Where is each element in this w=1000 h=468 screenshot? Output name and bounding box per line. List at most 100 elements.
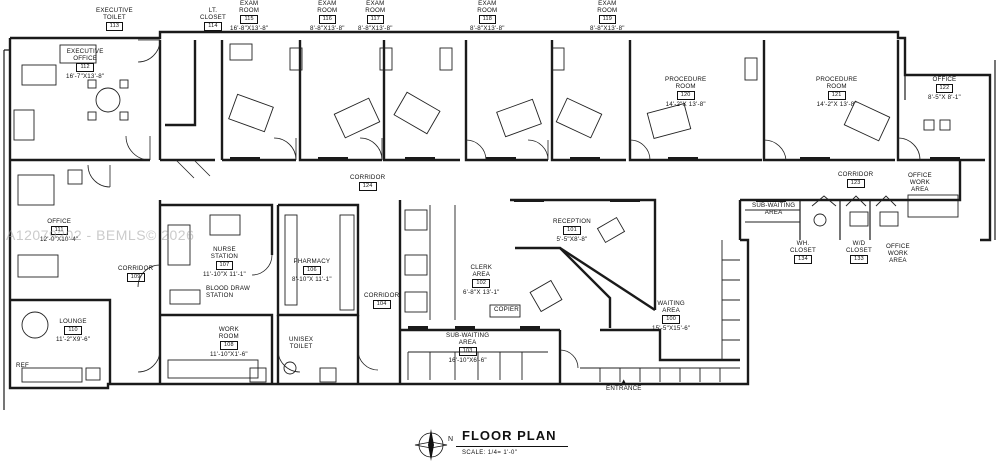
room-name: WH. CLOSET bbox=[790, 240, 816, 254]
room-number: 109 bbox=[126, 273, 145, 282]
room-name: WORK ROOM bbox=[218, 326, 239, 340]
room-number: 124 bbox=[358, 182, 377, 191]
room-label-exam-118: EXAM ROOM 118 8'-8"X13'-8" bbox=[470, 0, 505, 32]
room-name: CORRIDOR bbox=[350, 174, 386, 181]
room-number: 107 bbox=[215, 261, 234, 270]
room-number: 119 bbox=[598, 15, 616, 24]
room-label-corridor-109: CORRIDOR 109 bbox=[118, 265, 153, 283]
room-name: EXAM ROOM bbox=[477, 0, 498, 14]
room-name: EXECUTIVE OFFICE bbox=[66, 48, 104, 62]
room-label-exam-116: EXAM ROOM 116 8'-8"X13'-8" bbox=[310, 0, 345, 32]
outer-walls bbox=[3, 30, 996, 410]
room-label-copier: COPIER bbox=[494, 306, 519, 313]
room-number: 123 bbox=[846, 179, 865, 188]
room-number: 118 bbox=[478, 15, 496, 24]
room-number: 134 bbox=[794, 255, 812, 264]
room-label-unisex-toilet: UNISEX TOILET bbox=[289, 336, 313, 350]
room-dims: 8'-8"X13'-8" bbox=[590, 24, 625, 32]
room-name: CORRIDOR bbox=[838, 171, 874, 178]
room-name: CLERK AREA bbox=[470, 264, 493, 278]
room-dims: 11'-10"X1'-6" bbox=[210, 350, 248, 358]
room-label-pharmacy: PHARMACY 106 8'-10"X 11'-1" bbox=[292, 258, 332, 283]
room-number: 103 bbox=[458, 347, 477, 356]
lower-partitions bbox=[10, 160, 962, 384]
room-dims: 14'-2"X 13'-8" bbox=[665, 100, 706, 108]
room-name: COPIER bbox=[494, 306, 519, 313]
room-dims: 5'-5"X8'-8" bbox=[556, 235, 588, 243]
title-underline bbox=[456, 446, 568, 447]
north-arrow-icon bbox=[414, 429, 448, 461]
room-label-ref: REF bbox=[16, 362, 29, 369]
room-number: 111 bbox=[50, 226, 68, 235]
room-dims: 14'-2"X 13'-8" bbox=[816, 100, 857, 108]
room-dims: 8'-8"X13'-8" bbox=[310, 24, 345, 32]
room-name: SUB-WAITING AREA bbox=[752, 202, 796, 216]
room-label-exam-117: EXAM ROOM 117 8'-8"X13'-8" bbox=[358, 0, 393, 32]
room-label-exec-office: EXECUTIVE OFFICE 112 16'-7"X13'-8" bbox=[66, 48, 104, 80]
room-name: EXECUTIVE TOILET bbox=[96, 7, 133, 21]
room-dims: 11'-10"X 11'-1" bbox=[203, 270, 246, 278]
room-dims: 6'-8"X 13'-1" bbox=[463, 288, 500, 296]
room-label-blood-draw: BLOOD DRAW STATION bbox=[206, 285, 250, 299]
room-dims: 16'-7"X13'-8" bbox=[66, 72, 105, 80]
room-label-reception: RECEPTION 101 5'-5"X8'-8" bbox=[553, 218, 591, 243]
watermark: A12079202 - BEMLS© 2026 bbox=[6, 227, 195, 243]
room-number: 106 bbox=[302, 266, 321, 275]
room-number: 120 bbox=[676, 91, 695, 100]
room-number: 115 bbox=[240, 15, 258, 24]
room-dims: 8'-10"X 11'-1" bbox=[292, 275, 332, 283]
room-name: LOUNGE bbox=[59, 318, 87, 325]
room-name: EXAM ROOM bbox=[365, 0, 386, 14]
room-dims: 15'-5"X15'-6" bbox=[652, 324, 691, 332]
door-swings bbox=[87, 39, 921, 373]
north-letter: N bbox=[448, 436, 454, 443]
room-number: 117 bbox=[366, 15, 384, 24]
room-label-nurse: NURSE STATION 107 11'-10"X 11'-1" bbox=[203, 246, 246, 278]
room-label-lounge: LOUNGE 110 11'-2"X9'-6" bbox=[56, 318, 90, 343]
room-name: RECEPTION bbox=[553, 218, 591, 225]
room-name: ▲ bbox=[620, 378, 627, 385]
room-name: REF bbox=[16, 362, 29, 369]
room-name: WAITING AREA bbox=[657, 300, 685, 314]
room-name: ENTRANCE bbox=[606, 385, 642, 392]
room-name: LT. CLOSET bbox=[200, 7, 226, 21]
plan-title: FLOOR PLAN bbox=[462, 428, 557, 443]
room-label-wh-closet: WH. CLOSET 134 bbox=[790, 240, 816, 265]
room-number: 121 bbox=[827, 91, 846, 100]
room-name: PROCEDURE ROOM bbox=[665, 76, 707, 90]
room-dims: 8'-5"X 8'-1" bbox=[928, 93, 961, 101]
room-label-proc-120: PROCEDURE ROOM 120 14'-2"X 13'-8" bbox=[665, 76, 706, 108]
room-name: PROCEDURE ROOM bbox=[816, 76, 858, 90]
room-label-sub-waiting-2: SUB-WAITING AREA 103 16'-10"X6'-6" bbox=[446, 332, 489, 364]
room-label-sub-waiting-1: SUB-WAITING AREA bbox=[752, 202, 795, 216]
room-label-wd-closet: W/D CLOSET 133 bbox=[846, 240, 872, 265]
room-number: 110 bbox=[64, 326, 82, 335]
furniture bbox=[13, 43, 959, 383]
room-label-entrance: ▲ ENTRANCE bbox=[606, 378, 642, 392]
room-label-exec-toilet: EXECUTIVE TOILET 113 bbox=[96, 7, 133, 32]
room-label-corridor-123: CORRIDOR 123 bbox=[838, 171, 873, 189]
room-name: EXAM ROOM bbox=[239, 0, 260, 14]
room-number: 112 bbox=[76, 63, 94, 72]
hatched-walls bbox=[230, 157, 960, 330]
room-dims: 16'-10"X6'-6" bbox=[448, 356, 487, 364]
room-name: EXAM ROOM bbox=[317, 0, 338, 14]
room-number: 108 bbox=[220, 341, 238, 350]
room-number: 104 bbox=[372, 300, 391, 309]
room-number: 116 bbox=[318, 15, 336, 24]
room-label-exam-115: EXAM ROOM 115 16'-8"X13'-8" bbox=[230, 0, 268, 32]
room-dims: 12'-0"X10'-4" bbox=[40, 235, 79, 243]
room-name: OFFICE bbox=[47, 218, 72, 225]
room-label-exam-119: EXAM ROOM 119 8'-8"X13'-8" bbox=[590, 0, 625, 32]
room-name: EXAM ROOM bbox=[597, 0, 618, 14]
room-label-waiting: WAITING AREA 100 15'-5"X15'-6" bbox=[652, 300, 690, 332]
room-dims: 11'-2"X9'-6" bbox=[56, 335, 91, 343]
room-label-corridor-124: CORRIDOR 124 bbox=[350, 174, 385, 192]
room-label-office-122: OFFICE 122 8'-5"X 8'-1" bbox=[928, 76, 961, 101]
room-name: OFFICE WORK AREA bbox=[886, 243, 910, 264]
room-label-lt-closet: LT. CLOSET 114 bbox=[200, 7, 226, 32]
room-label-office-work-2: OFFICE WORK AREA bbox=[886, 243, 910, 264]
room-number: 101 bbox=[563, 226, 581, 235]
room-number: 102 bbox=[472, 279, 491, 288]
